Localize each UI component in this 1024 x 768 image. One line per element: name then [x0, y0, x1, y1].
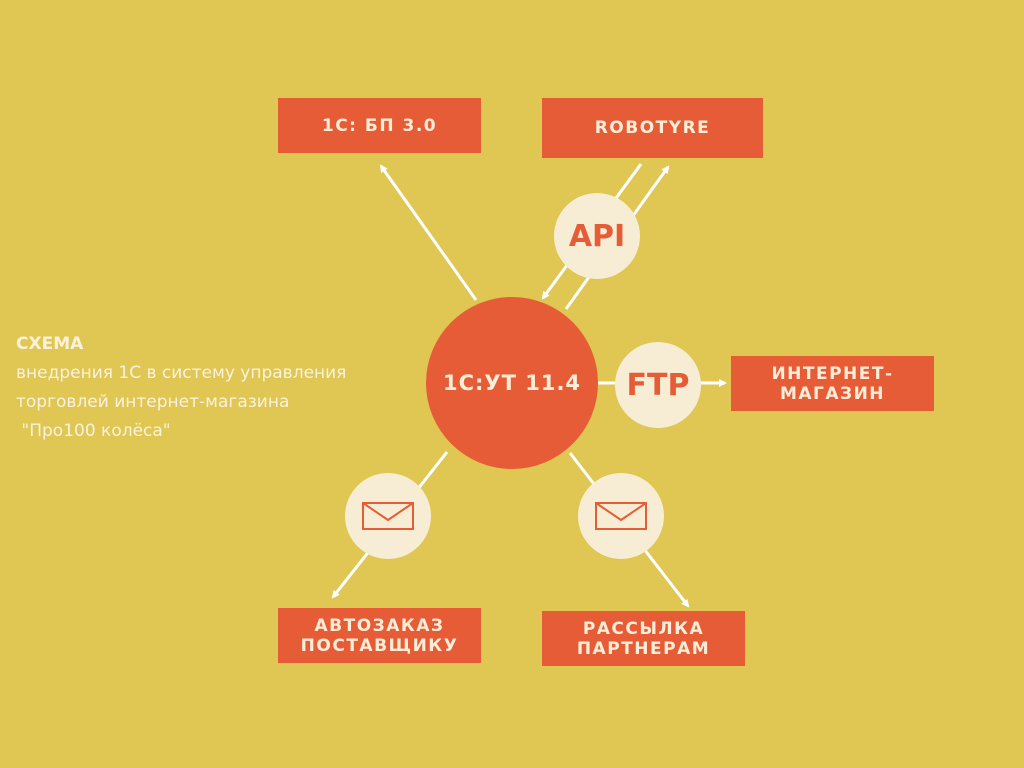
node-bp-label: 1С: БП 3.0	[321, 115, 438, 136]
node-mailing: РАССЫЛКА ПАРТНЕРАМ	[542, 611, 745, 666]
envelope-icon	[362, 502, 414, 530]
node-autoorder-line1: АВТОЗАКАЗ	[314, 615, 445, 636]
node-shop: ИНТЕРНЕТ- МАГАЗИН	[731, 356, 934, 411]
node-autoorder: АВТОЗАКАЗ ПОСТАВЩИКУ	[278, 608, 481, 663]
ftp-badge: FTP	[615, 342, 701, 428]
hub-label: 1С:УТ 11.4	[442, 371, 582, 395]
node-shop-line2: МАГАЗИН	[779, 383, 886, 404]
hub-node: 1С:УТ 11.4	[426, 297, 598, 469]
node-autoorder-line2: ПОСТАВЩИКУ	[300, 635, 459, 656]
diagram-caption: СХЕМА внедрения 1С в систему управления …	[16, 330, 346, 446]
mail-badge-autoorder	[345, 473, 431, 559]
caption-line-3: "Про100 колёса"	[16, 421, 171, 441]
node-robotyre: ROBOTYRE	[542, 98, 763, 158]
envelope-icon	[595, 502, 647, 530]
api-badge: API	[554, 193, 640, 279]
node-mailing-line2: ПАРТНЕРАМ	[576, 638, 711, 659]
caption-title: СХЕМА	[16, 334, 84, 354]
node-shop-line1: ИНТЕРНЕТ-	[771, 363, 894, 384]
arrow-to-bp	[379, 164, 478, 301]
ftp-label: FTP	[626, 367, 690, 403]
node-mailing-line1: РАССЫЛКА	[582, 618, 705, 639]
mail-badge-mailing	[578, 473, 664, 559]
caption-line-1: внедрения 1С в систему управления	[16, 363, 347, 383]
api-label: API	[568, 218, 626, 254]
node-robotyre-label: ROBOTYRE	[594, 118, 711, 138]
caption-line-2: торговлей интернет-магазина	[16, 392, 290, 412]
node-bp: 1С: БП 3.0	[278, 98, 481, 153]
